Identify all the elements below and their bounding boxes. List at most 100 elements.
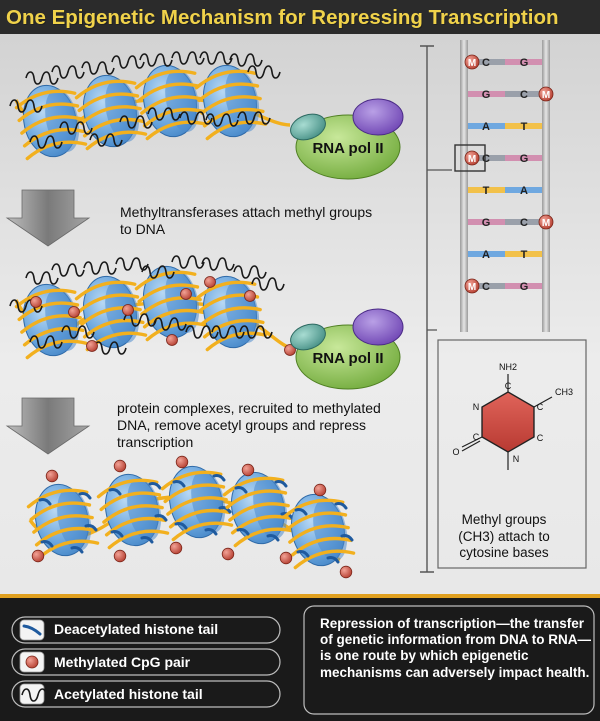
step2-nucleosome — [194, 275, 268, 352]
methyl-marker-label: M — [542, 90, 550, 101]
atom-label: N — [473, 402, 480, 412]
acetyl-tail — [111, 55, 145, 69]
step2-caption: protein complexes, recruited to methylat… — [117, 400, 381, 450]
acetyl-tail — [93, 341, 127, 355]
dna-wrap — [225, 489, 288, 510]
acetyl-tail — [9, 299, 43, 313]
methyl-marker — [464, 150, 480, 166]
base-label: T — [483, 185, 490, 197]
step1-nucleosome — [194, 64, 268, 141]
acetyl-tail — [205, 113, 239, 127]
acetyl-tail — [25, 71, 59, 85]
acetyl-tail — [251, 277, 285, 291]
methyl-group — [284, 344, 296, 356]
deacetyl-tail — [334, 502, 348, 510]
deacetyl-tail — [296, 550, 310, 558]
atom-label: CH3 — [555, 387, 573, 397]
acetyl-tail — [139, 53, 173, 67]
rna-pol-subunit-purple — [352, 308, 404, 346]
arrow-step2 — [5, 397, 91, 455]
methyl-group — [279, 551, 293, 565]
dna-wrap — [288, 524, 350, 544]
methyl-group — [113, 549, 127, 563]
methyl-group — [241, 463, 255, 477]
title-bar — [0, 0, 600, 34]
summary-text: Repression of transcription—the transfer… — [320, 616, 591, 680]
deacetyl-tail — [218, 506, 232, 514]
deacetyl-tail — [294, 508, 308, 516]
acetyl-tail — [239, 325, 273, 339]
acetyl-tail — [171, 255, 205, 269]
methyl-group — [204, 276, 216, 288]
acetyl-tail — [83, 261, 117, 275]
bottom-panel — [0, 594, 600, 721]
dna-wrap — [80, 306, 142, 326]
base-label: G — [520, 57, 529, 69]
deacetyl-tail — [38, 498, 52, 506]
dna-wrap — [194, 280, 257, 301]
dna-wrap — [77, 293, 140, 314]
acetyl-tail — [51, 65, 85, 79]
atom-label: NH2 — [499, 362, 517, 372]
dna-wrap — [137, 283, 200, 304]
acetyl-tail — [81, 61, 115, 75]
atom-label: C — [505, 381, 512, 391]
base-label: T — [521, 121, 528, 133]
rung-right-half — [505, 91, 542, 97]
rung-right-half — [505, 59, 542, 65]
legend-item-frame — [11, 616, 281, 644]
base-label: G — [482, 217, 491, 229]
rung-left-half — [468, 123, 505, 129]
rna-pol-label: RNA pol II — [312, 350, 383, 367]
acetyl-tail — [29, 335, 63, 349]
ladder-right-rail — [542, 40, 550, 332]
atom-label: O — [453, 447, 460, 457]
legend-label-deacetylated: Deacetylated histone tail — [54, 621, 219, 637]
acetyl-tail — [51, 263, 85, 277]
legend-item-frame — [11, 648, 281, 676]
dna-wrap — [107, 529, 170, 550]
deacetyl-tail — [174, 522, 188, 530]
rung-left-half — [468, 155, 505, 161]
dna-wrap — [14, 288, 77, 309]
rung-right-half — [505, 187, 542, 193]
methyl-dot-icon — [25, 655, 39, 669]
step1-rna-pol: RNA pol II — [290, 98, 404, 180]
dna-wrap — [37, 539, 100, 560]
dna-wrap — [96, 478, 159, 499]
methyl-group — [313, 483, 327, 497]
deacetyl-tail — [70, 546, 84, 554]
methyl-group — [339, 565, 353, 579]
base-label: T — [521, 249, 528, 261]
methyl-group — [221, 547, 235, 561]
dna-wrap — [140, 296, 202, 316]
deacetyl-tail — [140, 536, 154, 544]
ladder-bracket — [420, 45, 434, 573]
dna-wrap — [163, 483, 226, 504]
deacetyl-tail — [340, 534, 354, 542]
dna-wrap — [85, 130, 148, 151]
methyl-group — [68, 306, 80, 318]
acetyl-tail — [9, 99, 43, 113]
methyl-group — [166, 334, 178, 346]
deacetyl-tail — [78, 492, 92, 500]
acetyl-tail — [211, 325, 245, 339]
bond — [533, 396, 553, 408]
methyl-marker-label: M — [468, 154, 476, 165]
dna-wrap — [17, 301, 80, 322]
base-label: A — [482, 249, 490, 261]
deacetyl-tail — [148, 482, 162, 490]
rung-left-half — [468, 219, 505, 225]
bond — [461, 440, 481, 452]
dna-wrap — [194, 69, 257, 90]
acetyl-tail — [199, 51, 233, 65]
rna-pol-subunit-teal — [290, 113, 326, 141]
deacetyl-tail — [266, 534, 280, 542]
dna-wrap — [205, 120, 268, 141]
dna-wrap — [160, 470, 223, 491]
deacetyl-tail — [204, 528, 218, 536]
figure-title: One Epigenetic Mechanism for Repressing … — [6, 6, 559, 29]
base-label: C — [482, 153, 490, 165]
